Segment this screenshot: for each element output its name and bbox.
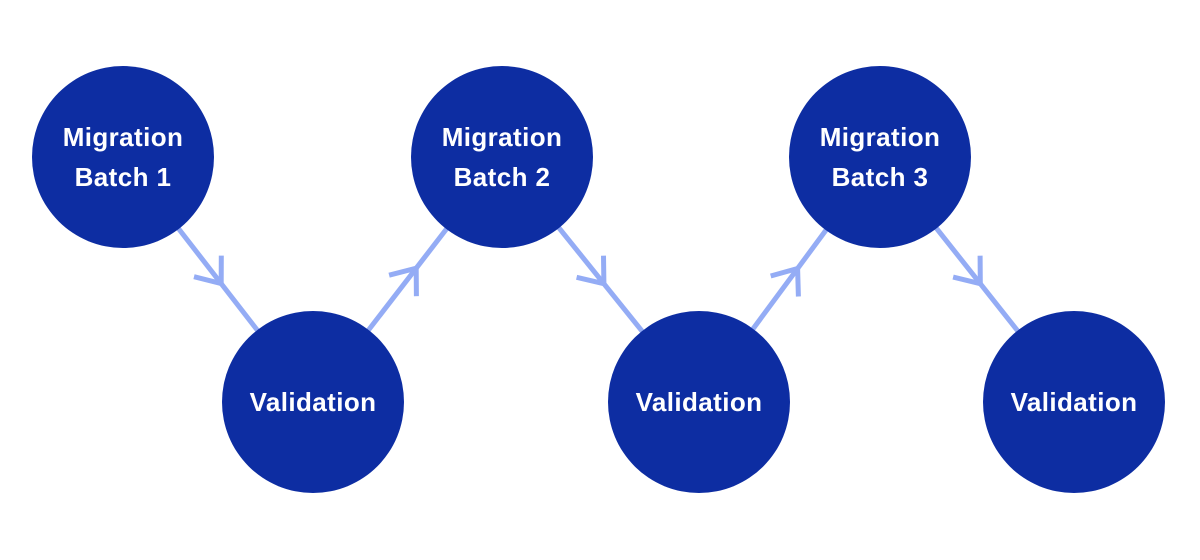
node-label: Batch 3 <box>832 162 929 192</box>
node-circle <box>411 66 593 248</box>
node-label: Migration <box>442 122 563 152</box>
arrowhead-icon <box>770 265 801 297</box>
node-circle <box>983 311 1165 493</box>
node-label: Batch 1 <box>75 162 172 192</box>
node-circle <box>608 311 790 493</box>
arrowhead-icon <box>193 255 224 287</box>
node-label: Validation <box>1011 387 1138 417</box>
arrowhead-icon <box>952 255 983 287</box>
node-label: Batch 2 <box>454 162 551 192</box>
node-label: Migration <box>63 122 184 152</box>
arrowhead-icon <box>576 255 607 287</box>
arrow-validation-1-to-migration-batch-2 <box>365 226 450 333</box>
node-circle <box>222 311 404 493</box>
node-label: Validation <box>636 387 763 417</box>
node-circle <box>789 66 971 248</box>
node-validation-1: Validation <box>222 311 404 493</box>
arrow-migration-batch-2-to-validation-2 <box>556 225 645 334</box>
arrow-migration-batch-1-to-validation-1 <box>176 226 260 333</box>
node-circle <box>32 66 214 248</box>
arrow-validation-2-to-migration-batch-3 <box>750 227 829 332</box>
node-label: Validation <box>250 387 377 417</box>
node-label: Migration <box>820 122 941 152</box>
arrow-migration-batch-3-to-validation-3 <box>933 226 1021 333</box>
node-validation-2: Validation <box>608 311 790 493</box>
arrowhead-icon <box>388 264 419 297</box>
node-validation-3: Validation <box>983 311 1165 493</box>
